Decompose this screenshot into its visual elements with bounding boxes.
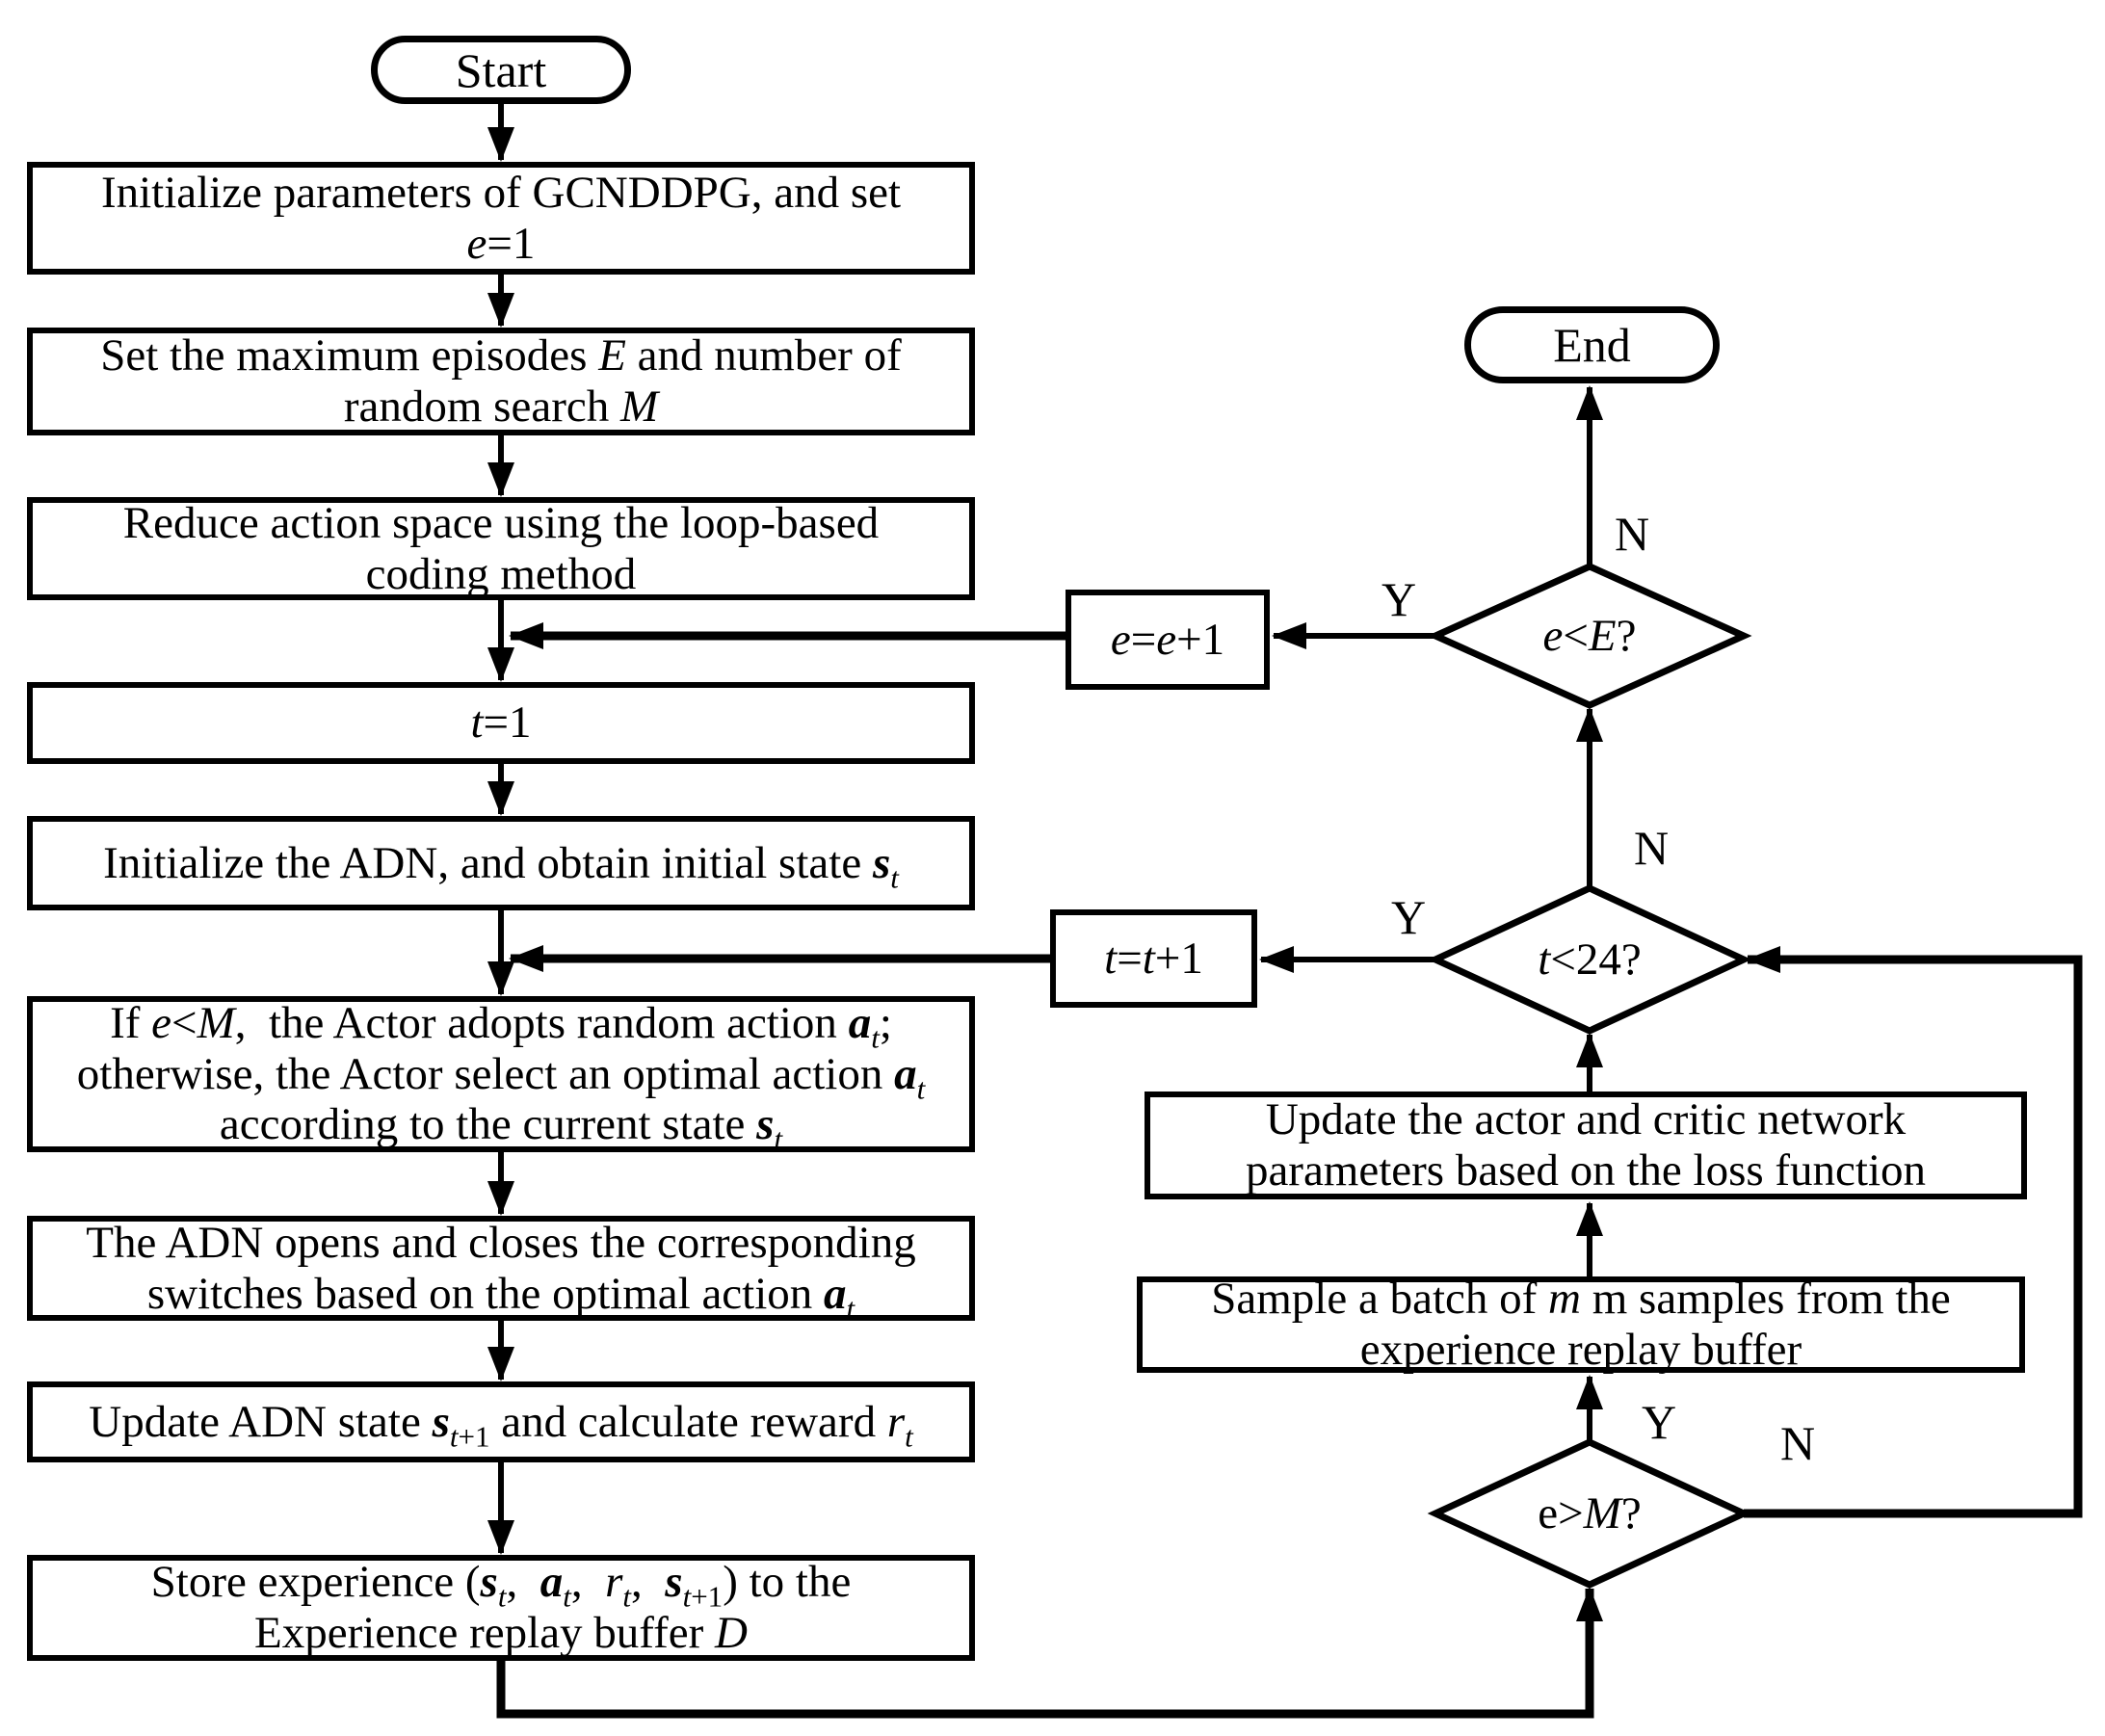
arrow-store-experience-to-e-gt-M <box>496 1587 1603 1719</box>
process-adn-switches-label: The ADN opens and closes the correspondi… <box>86 1217 916 1325</box>
process-adn-switches: The ADN opens and closes the correspondi… <box>27 1216 975 1325</box>
branch-label-t-lt-24-yes: Y <box>1390 890 1427 944</box>
process-increment-t: t=t+1 <box>1050 909 1257 1008</box>
branch-label-t-lt-24-no: N <box>1633 821 1670 875</box>
process-increment-e-label: e=e+1 <box>1110 614 1225 665</box>
branch-label-e-gt-M-no: N <box>1779 1416 1816 1470</box>
process-set-episodes: Set the maximum episodes E and number of… <box>27 328 975 435</box>
process-init-params-label: Initialize parameters of GCNDDPG, and se… <box>100 167 902 269</box>
process-increment-e: e=e+1 <box>1066 590 1270 690</box>
decision-t-lt-24-label: t<24? <box>1538 934 1642 985</box>
process-init-adn-label: Initialize the ADN, and obtain initial s… <box>103 837 899 895</box>
process-increment-t-label: t=t+1 <box>1104 933 1203 984</box>
process-t-init-label: t=1 <box>470 697 532 749</box>
process-set-episodes-label: Set the maximum episodes E and number of… <box>100 330 902 432</box>
process-init-adn: Initialize the ADN, and obtain initial s… <box>27 816 975 910</box>
process-reduce-action-space-label: Reduce action space using the loop-based… <box>122 497 880 599</box>
decision-e-gt-M-label-box: e>M? <box>1474 1473 1705 1554</box>
start-node: Start <box>371 36 631 104</box>
arrow-e-gt-M-no-to-t-lt-24 <box>1744 946 2083 1518</box>
end-node: End <box>1464 306 1720 383</box>
branch-label-e-lt-E-yes: Y <box>1381 572 1417 626</box>
start-label: Start <box>455 42 547 97</box>
process-store-experience-label: Store experience (st, at, rt, st+1) to t… <box>150 1557 852 1658</box>
process-store-experience: Store experience (st, at, rt, st+1) to t… <box>27 1555 975 1661</box>
decision-e-lt-E-label: e<E? <box>1542 611 1637 661</box>
branch-label-e-lt-E-no: N <box>1614 507 1650 561</box>
process-update-state-label: Update ADN state st+1 and calculate rewa… <box>89 1396 913 1454</box>
decision-e-lt-E-label-box: e<E? <box>1474 595 1705 676</box>
decision-e-gt-M-label: e>M? <box>1538 1488 1642 1539</box>
process-update-state: Update ADN state st+1 and calculate rewa… <box>27 1381 975 1462</box>
process-init-params: Initialize parameters of GCNDDPG, and se… <box>27 162 975 275</box>
decision-t-lt-24-label-box: t<24? <box>1474 919 1705 1000</box>
process-t-init: t=1 <box>27 682 975 764</box>
decision-t-lt-24-diamond <box>1427 884 1752 1035</box>
branch-label-e-gt-M-yes: Y <box>1641 1395 1677 1449</box>
decision-e-lt-E-diamond <box>1427 563 1752 709</box>
process-actor-action-label: If e<M, the Actor adopts random action a… <box>76 998 926 1156</box>
process-actor-action: If e<M, the Actor adopts random action a… <box>27 996 975 1156</box>
decision-e-gt-M-diamond <box>1427 1438 1752 1589</box>
end-label: End <box>1553 318 1631 372</box>
process-reduce-action-space: Reduce action space using the loop-based… <box>27 497 975 600</box>
